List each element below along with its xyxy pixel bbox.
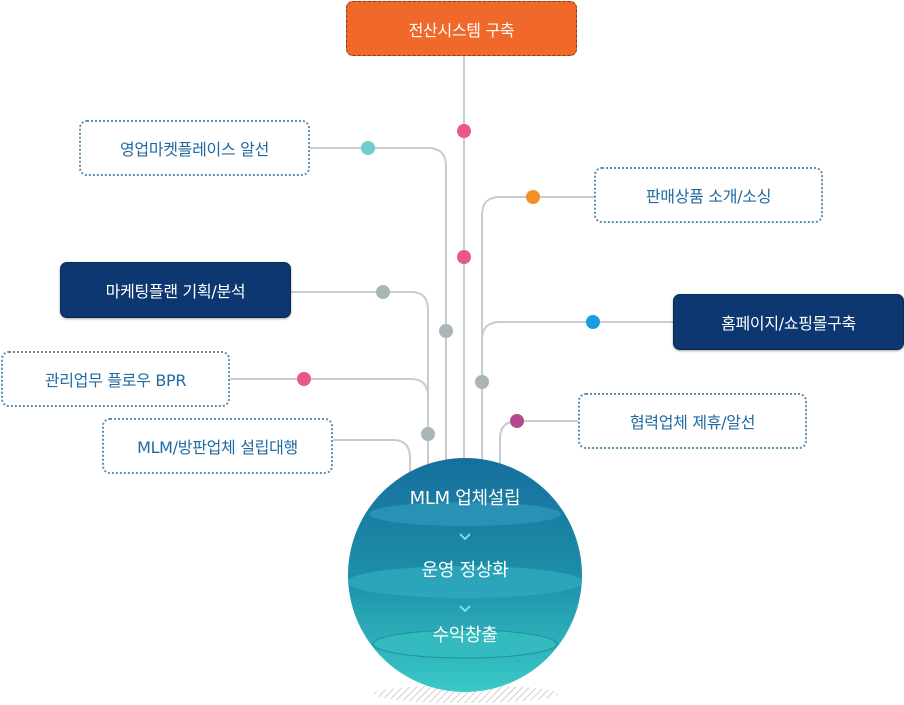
products-label: 판매상품 소개/소싱 [645,187,772,206]
dot-orange [526,190,540,204]
homepage-box[interactable]: 홈페이지/쇼핑몰구축 [673,294,904,350]
chevron-down-icon [459,533,471,541]
dot-gray-marketing [376,285,390,299]
dot-purple [510,414,524,428]
stage-profit: 수익창출 [432,625,498,646]
sphere-shadow [374,685,558,703]
chevron-down-icon [459,605,471,613]
mlm-agency-box[interactable]: MLM/방판업체 설립대행 [102,418,333,474]
bpr-label: 관리업무 플로우 BPR [44,371,187,390]
homepage-label: 홈페이지/쇼핑몰구축 [721,314,856,333]
bpr-box[interactable]: 관리업무 플로우 BPR [1,351,230,407]
system-build-label: 전산시스템 구축 [408,20,515,40]
marketing-box[interactable]: 마케팅플랜 기획/분석 [60,262,291,318]
marketing-label: 마케팅플랜 기획/분석 [105,282,246,301]
stage-establish: MLM 업체설립 [409,488,521,509]
dot-gray-bpr-line [421,427,435,441]
dot-pink-upper [457,124,471,138]
products-box[interactable]: 판매상품 소개/소싱 [594,167,823,223]
dot-pink-lower [457,250,471,264]
stage-normalize: 운영 정상화 [421,560,509,581]
marketplace-label: 영업마켓플레이스 알선 [120,140,269,159]
mlm-agency-label: MLM/방판업체 설립대행 [137,438,298,457]
system-build-box[interactable]: 전산시스템 구축 [346,1,577,56]
partners-label: 협력업체 제휴/알선 [629,413,756,432]
dot-gray-marketplace-line [439,324,453,338]
dot-gray-right [475,375,489,389]
marketplace-box[interactable]: 영업마켓플레이스 알선 [79,120,310,176]
dot-blue [586,315,600,329]
dot-pink-bpr [297,372,311,386]
partners-box[interactable]: 협력업체 제휴/알선 [578,393,807,449]
dot-teal [361,141,375,155]
